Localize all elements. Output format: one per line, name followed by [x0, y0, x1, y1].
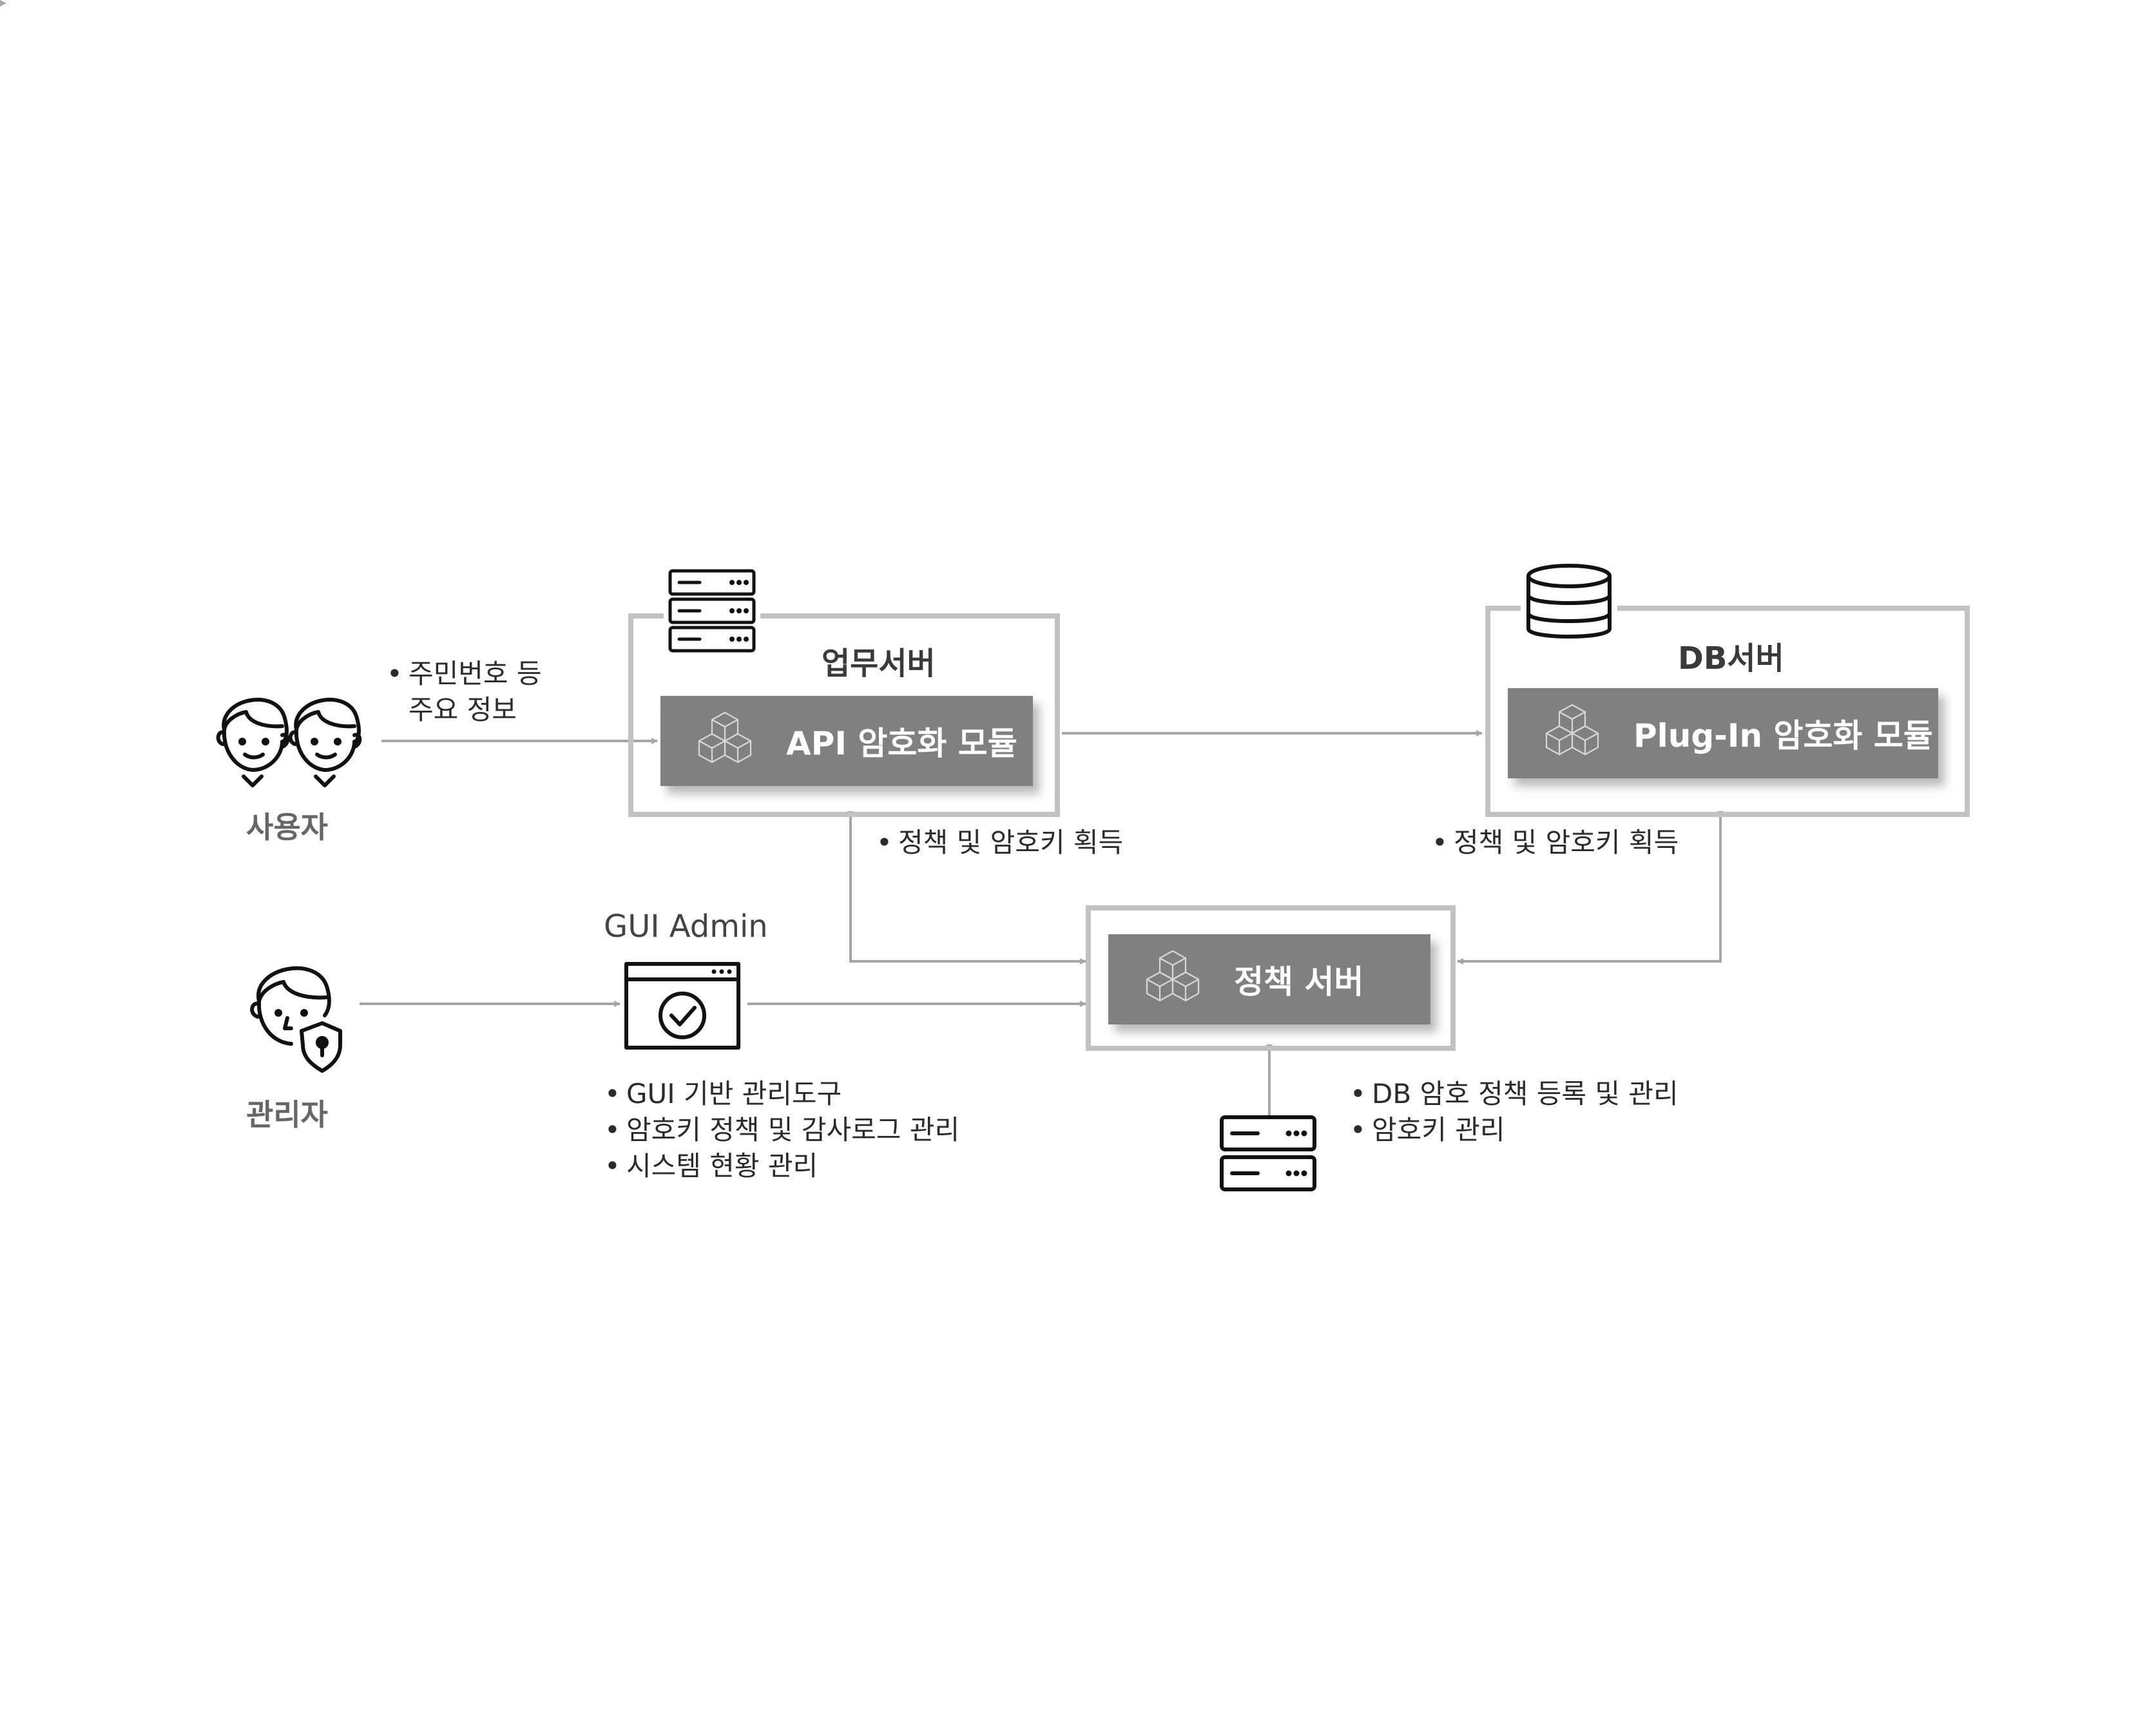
user-input-note: 주민번호 등 주요 정보	[387, 656, 542, 728]
gui-admin-notes: GUI 기반 관리도구 암호키 정책 및 감사로그 관리 시스템 현황 관리	[604, 1076, 959, 1184]
gui-note-1: GUI 기반 관리도구	[604, 1076, 959, 1112]
cubes-icon	[698, 711, 752, 764]
policy-server-module: 정책 서버	[1108, 934, 1430, 1024]
policy-server-notes: DB 암호 정책 등록 및 관리 암호키 관리	[1350, 1076, 1679, 1148]
db-policy-note-line: 정책 및 암호키 획득	[1432, 825, 1679, 861]
api-encryption-module: API 암호화 모듈	[660, 696, 1033, 786]
db-server-frame	[1485, 606, 1970, 817]
cubes-icon	[1545, 704, 1599, 756]
rack-server-icon	[664, 567, 760, 656]
database-icon	[1521, 559, 1617, 648]
policy-note-2: 암호키 관리	[1350, 1112, 1679, 1148]
policy-server-frame	[1086, 905, 1456, 1051]
user-input-note-line-1: 주민번호 등	[387, 656, 542, 692]
users-icon	[216, 697, 362, 787]
app-policy-note: 정책 및 암호키 획득	[876, 825, 1123, 861]
gui-admin-title: GUI Admin	[604, 908, 768, 945]
arrow-api-policy	[847, 811, 1086, 965]
policy-server-label: 정책 서버	[1234, 963, 1364, 1001]
app-server-title: 업무서버	[822, 646, 936, 682]
arrow-db-policy	[1457, 811, 1724, 965]
policy-note-1: DB 암호 정책 등록 및 관리	[1350, 1076, 1679, 1112]
plugin-encryption-module: Plug-In 암호화 모듈	[1508, 688, 1938, 778]
cubes-icon	[1146, 950, 1200, 1002]
app-policy-note-line: 정책 및 암호키 획득	[876, 825, 1123, 861]
user-input-note-line-2: 주요 정보	[409, 694, 517, 725]
gui-admin-window-icon	[624, 962, 740, 1050]
admin-icon	[250, 966, 342, 1073]
plugin-module-label: Plug-In 암호화 모듈	[1633, 717, 1933, 754]
gui-note-3: 시스템 현황 관리	[604, 1148, 959, 1184]
policy-server-rack-icon	[1220, 1115, 1316, 1191]
api-module-label: API 암호화 모듈	[786, 725, 1017, 762]
gui-note-2: 암호키 정책 및 감사로그 관리	[604, 1112, 959, 1148]
db-policy-note: 정책 및 암호키 획득	[1432, 825, 1679, 861]
users-label: 사용자	[246, 810, 328, 845]
admin-label: 관리자	[246, 1097, 328, 1132]
db-server-title: DB서버	[1678, 640, 1784, 677]
app-server-frame	[628, 613, 1060, 817]
